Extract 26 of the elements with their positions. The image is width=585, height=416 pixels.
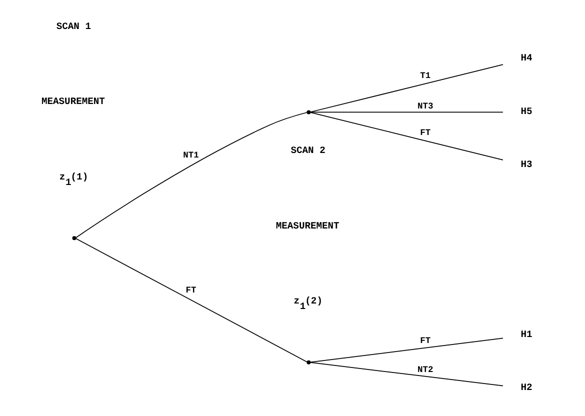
connector	[75, 238, 308, 362]
connector	[310, 112, 504, 113]
edge-label: FT	[420, 128, 431, 138]
label: MEASUREMENT	[41, 96, 105, 108]
node-text: H1	[520, 328, 532, 340]
label: SCAN 2	[290, 145, 326, 156]
connector	[310, 338, 504, 363]
connector	[310, 64, 504, 112]
edge-label: NT3	[418, 102, 434, 112]
connector	[75, 112, 308, 238]
node-text: H2	[520, 382, 532, 394]
edge-label: FT	[420, 336, 431, 346]
node-circle	[306, 110, 311, 114]
label: SCAN 1	[56, 20, 91, 32]
edge-label: T1	[420, 71, 431, 82]
node-circle	[306, 360, 311, 364]
node-circle	[72, 236, 76, 240]
edge-label: FT	[186, 285, 196, 296]
edge-label: NT2	[418, 364, 434, 375]
node-text: H3	[520, 159, 532, 170]
connector	[310, 112, 504, 160]
connector	[310, 362, 504, 386]
label: MEASUREMENT	[276, 220, 340, 232]
node-text: H4	[520, 52, 532, 64]
edge-label: NT1	[183, 150, 199, 161]
node-text: H5	[520, 106, 532, 117]
